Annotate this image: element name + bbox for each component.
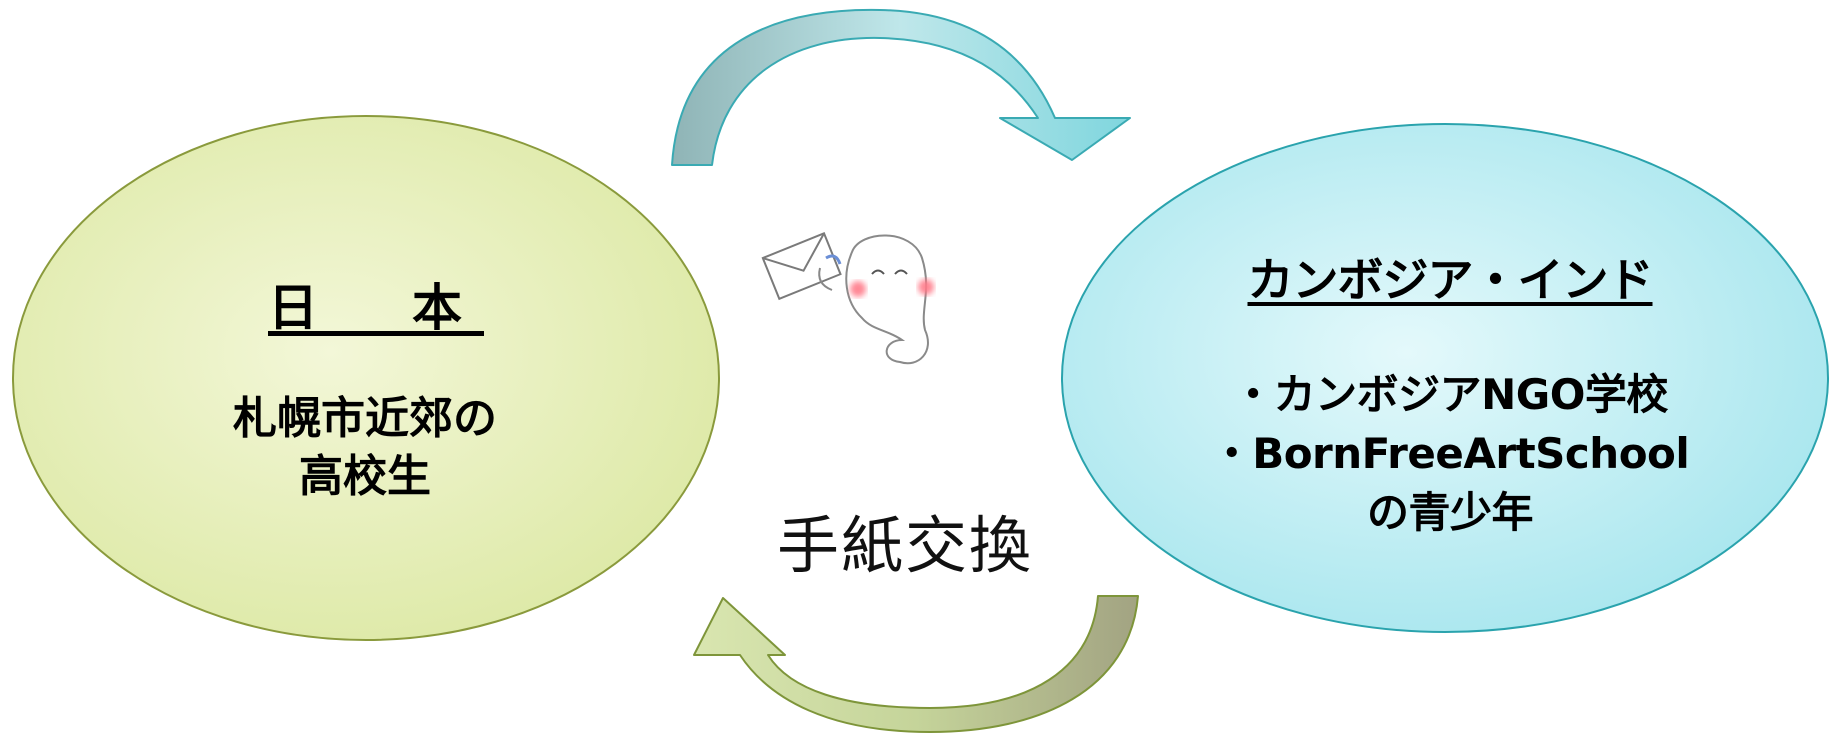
- cambodia-india-description: ・カンボジアNGO学校 ・BornFreeArtSchool の青少年: [1120, 365, 1780, 542]
- letter-exchange-label: 手紙交換: [776, 509, 1033, 582]
- japan-description: 札幌市近郊の 高校生: [130, 390, 600, 506]
- japan-node: [12, 115, 720, 641]
- bottom-curved-arrow: [693, 595, 1139, 733]
- cambodia-india-node: [1061, 123, 1829, 633]
- japan-line-2: 高校生: [299, 451, 431, 502]
- japan-heading: 日 本: [268, 279, 484, 337]
- cambodia-line-2: ・BornFreeArtSchool: [1210, 429, 1690, 478]
- cambodia-line-3: の青少年: [1366, 488, 1534, 537]
- ghost-mascot-holding-letter-icon: [761, 220, 943, 370]
- top-curved-arrow: [671, 8, 1131, 166]
- japan-line-1: 札幌市近郊の: [233, 393, 497, 444]
- cambodia-line-1: ・カンボジアNGO学校: [1232, 370, 1668, 419]
- cambodia-india-heading: カンボジア・インド: [1247, 253, 1654, 307]
